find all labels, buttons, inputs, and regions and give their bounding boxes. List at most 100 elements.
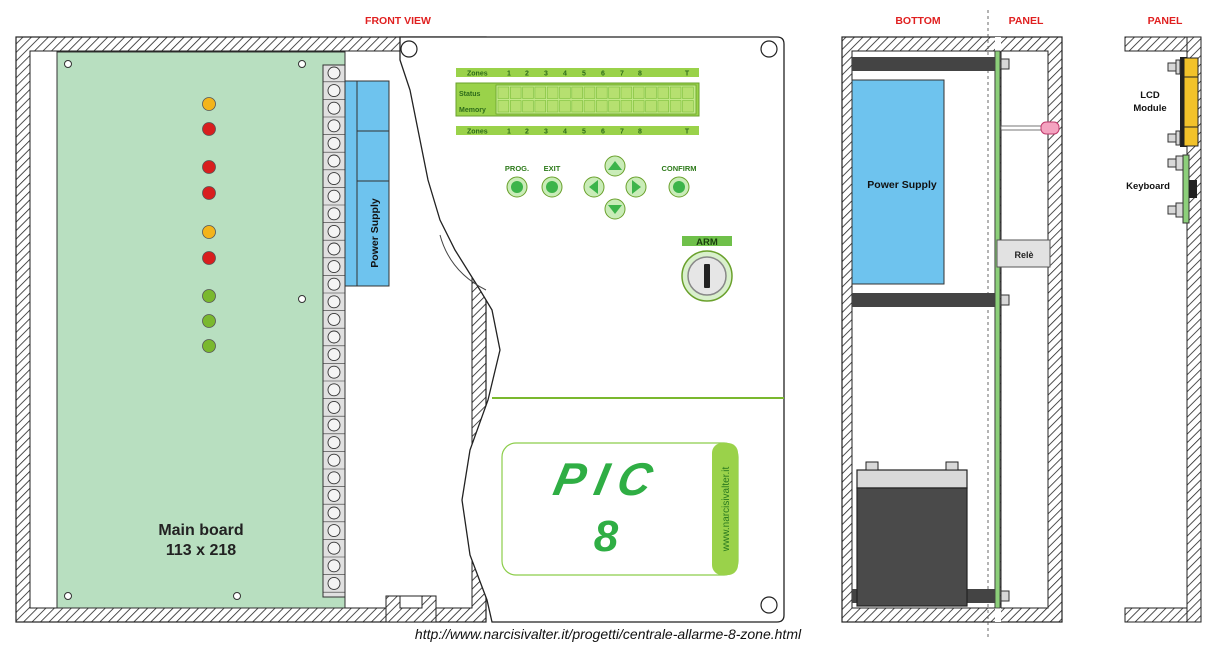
zone-number-5-top: 5: [582, 71, 586, 78]
lcd-module-label-2: Module: [1133, 103, 1166, 114]
main-board-size: 113 x 218: [166, 542, 236, 559]
power-supply-label: Power Supply: [369, 198, 381, 268]
terminal-screw: [327, 471, 341, 485]
confirm-label: CONFIRM: [662, 164, 697, 173]
zone-number-1-bottom: 1: [507, 129, 511, 136]
zone-number-4-top: 4: [563, 71, 567, 78]
terminal-block: [322, 64, 346, 598]
terminal-screw: [327, 400, 341, 414]
pic8-logo: PIC 8 www.narcisivalter.it: [501, 442, 739, 576]
rele-label: Relè: [1014, 250, 1033, 260]
relay: Relè: [996, 239, 1051, 268]
heading-bottom: BOTTOM: [895, 15, 941, 27]
terminal-screw: [327, 84, 341, 98]
terminal-screw: [327, 172, 341, 186]
right-arrow-button[interactable]: [625, 176, 647, 198]
led-red-4: [202, 186, 216, 200]
power-supply-bottom: Power Supply: [851, 79, 945, 285]
lcd-zones-label-bottom: Zones: [467, 129, 488, 136]
zone-number-2-top: 2: [525, 71, 529, 78]
up-arrow-button[interactable]: [604, 155, 626, 177]
terminal-screw: [327, 260, 341, 274]
terminal-screw: [327, 365, 341, 379]
footer-url[interactable]: http://www.narcisivalter.it/progetti/cen…: [414, 626, 802, 642]
terminal-screw: [327, 312, 341, 326]
led-yellow-1: [202, 97, 216, 111]
keyboard-label: Keyboard: [1126, 181, 1170, 192]
lcd-zones-label-top: Zones: [467, 71, 488, 78]
terminal-screw: [327, 506, 341, 520]
zone-number-3-top: 3: [544, 71, 548, 78]
zone-number-8-bottom: 8: [638, 129, 642, 136]
zone-number-1-top: 1: [507, 71, 511, 78]
logo-line2: 8: [594, 512, 619, 561]
zone-number-6-top: 6: [601, 71, 605, 78]
led-green-7: [202, 289, 216, 303]
zone-number-6-bottom: 6: [601, 129, 605, 136]
zone-number-7-top: 7: [620, 71, 624, 78]
led-green-8: [202, 314, 216, 328]
zone-number-2-bottom: 2: [525, 129, 529, 136]
power-supply-bottom-label: Power Supply: [867, 179, 937, 191]
heading-front-view: FRONT VIEW: [365, 15, 431, 27]
heading-panel-2: PANEL: [1148, 15, 1183, 27]
terminal-screw: [327, 101, 341, 115]
terminal-screw: [327, 119, 341, 133]
terminal-screw: [327, 453, 341, 467]
prog-button[interactable]: [506, 176, 528, 198]
zone-number-T-bottom: T: [685, 129, 690, 136]
prog-label: PROG.: [505, 164, 529, 173]
lcd-memory-label: Memory: [459, 107, 486, 114]
confirm-button[interactable]: [668, 176, 690, 198]
lcd-module-label-1: LCD: [1140, 90, 1160, 101]
terminal-screw: [327, 136, 341, 150]
terminal-screw: [327, 295, 341, 309]
led-red-2: [202, 122, 216, 136]
terminal-screw: [327, 418, 341, 432]
terminal-screw: [327, 330, 341, 344]
led-red-3: [202, 160, 216, 174]
front-bottom-hatch: [385, 595, 437, 623]
main-board: Main board 113 x 218: [56, 51, 346, 609]
down-arrow-button[interactable]: [604, 198, 626, 220]
exit-button[interactable]: [541, 176, 563, 198]
keypad: PROG. EXIT CONFIRM: [505, 155, 697, 220]
terminal-screw: [327, 488, 341, 502]
terminal-screw: [327, 242, 341, 256]
terminal-screw: [327, 541, 341, 555]
terminal-screw: [327, 66, 341, 80]
terminal-screw: [327, 189, 341, 203]
lcd-display: Zones Status Memory Zones 1 1 2 2 3 3 4 4 5 5 6 6 7 7…: [455, 68, 700, 136]
terminal-screw: [327, 348, 341, 362]
terminal-screw: [327, 207, 341, 221]
logo-line1: PIC: [549, 453, 667, 504]
zone-number-7-bottom: 7: [620, 129, 624, 136]
terminal-screw: [327, 383, 341, 397]
arm-label: ARM: [696, 237, 718, 248]
led-red-6: [202, 251, 216, 265]
led-green-9: [202, 339, 216, 353]
panel-right: LCD Module Keyboard: [1124, 36, 1202, 623]
terminal-screw: [327, 277, 341, 291]
zone-number-5-bottom: 5: [582, 129, 586, 136]
status-leds: [202, 97, 216, 353]
panel-led: [1000, 121, 1060, 135]
power-supply-front: Power Supply: [344, 80, 390, 287]
terminal-screw: [327, 224, 341, 238]
terminal-screw: [327, 524, 341, 538]
arm-key-switch[interactable]: ARM: [681, 236, 733, 302]
left-arrow-button[interactable]: [583, 176, 605, 198]
terminal-screw: [327, 559, 341, 573]
logo-website: www.narcisivalter.it: [721, 467, 732, 553]
exit-label: EXIT: [544, 164, 561, 173]
terminal-screw: [327, 154, 341, 168]
lcd-status-label: Status: [459, 91, 481, 98]
led-yellow-5: [202, 225, 216, 239]
panel-pcb: [994, 50, 1001, 609]
zone-number-3-bottom: 3: [544, 129, 548, 136]
zone-number-4-bottom: 4: [563, 129, 567, 136]
zone-number-8-top: 8: [638, 71, 642, 78]
terminal-screw: [327, 436, 341, 450]
main-board-title: Main board: [158, 522, 243, 539]
